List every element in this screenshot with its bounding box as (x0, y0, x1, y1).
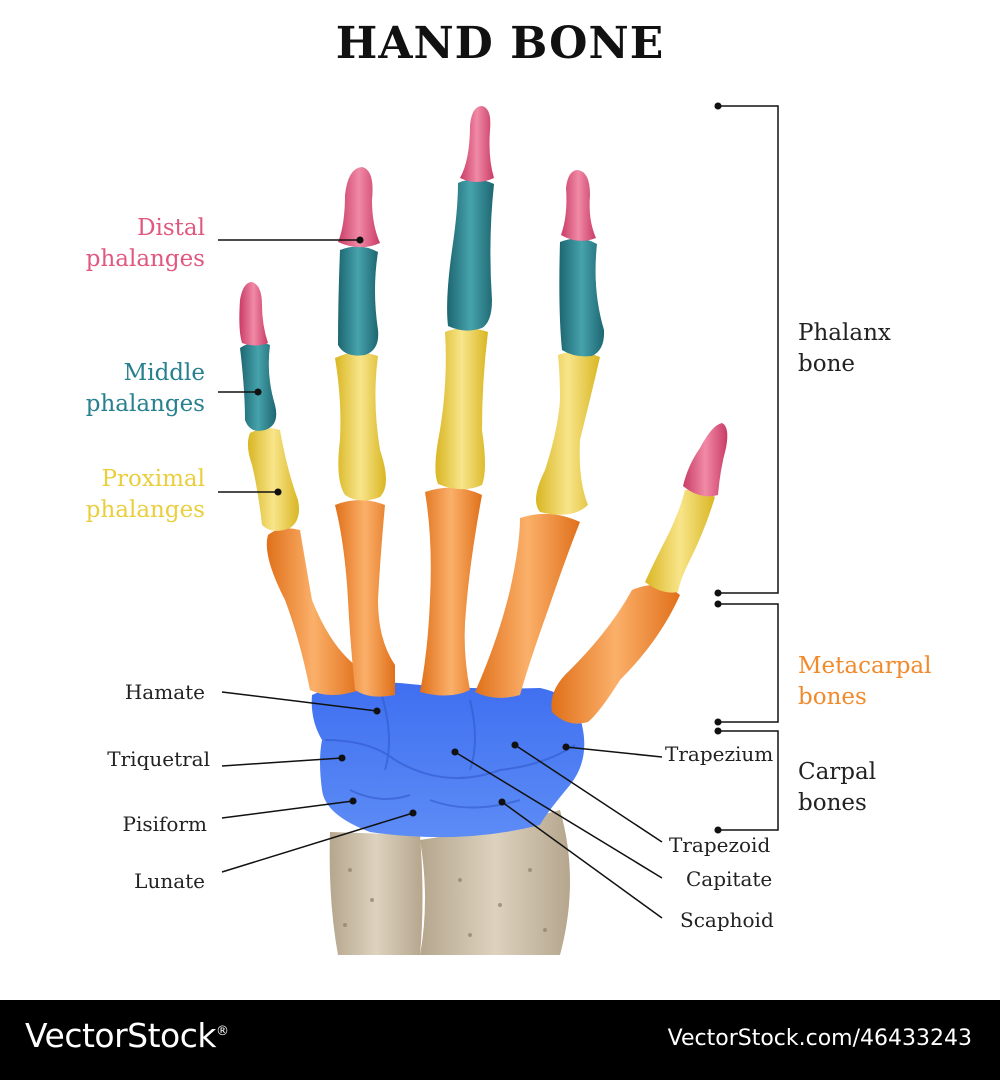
middle-phalanx-2 (559, 238, 605, 357)
trapezoid-label: Trapezoid (669, 833, 771, 857)
trapezium-label: Trapezium (665, 742, 774, 766)
proximal-phalanx-5 (247, 428, 299, 531)
proximal-phalanx-1 (645, 489, 715, 593)
lunate-leader-line (221, 812, 414, 873)
distal-phalanx-2 (561, 170, 596, 241)
scaphoid-leader-line (501, 801, 663, 919)
capitate-leader-line (454, 751, 663, 879)
proximal-phalanx-4 (335, 352, 386, 501)
distal-phalanx-1 (683, 423, 728, 497)
distal-phalanx-5 (239, 282, 268, 346)
capitate-label: Capitate (686, 867, 773, 891)
proximal-phalanx-2 (536, 351, 600, 515)
triquetral-leader-line (221, 757, 343, 767)
hamate-leader-line (221, 691, 378, 712)
pisiform-leader-line (221, 800, 354, 819)
pisiform-label: Pisiform (122, 812, 207, 836)
trapezium-leader-line (565, 746, 663, 758)
middle-phalanx-3 (447, 179, 494, 331)
middle-phalanx-5 (240, 342, 277, 431)
hand-bone-diagram (218, 102, 779, 955)
metacarpal-5 (266, 528, 360, 695)
stock-id-text: VectorStock.com/46433243 (667, 1026, 972, 1051)
radius-bone (420, 810, 570, 955)
middle-phalanx-4 (338, 246, 379, 356)
metacarpal-2 (475, 513, 580, 698)
page-title: HAND BONE (335, 18, 665, 69)
proximal-phalanx-3 (435, 328, 488, 490)
ulna-bone (329, 832, 423, 955)
metacarpal-1 (551, 585, 680, 724)
metacarpal-4 (335, 500, 395, 697)
triquetral-label: Triquetral (107, 747, 210, 771)
phalanx-bracket (714, 102, 779, 597)
metacarpal-3 (420, 487, 482, 696)
distal-phalanx-3 (460, 106, 494, 182)
trapezoid-leader-line (514, 744, 663, 843)
distal-phalanx-4 (338, 167, 380, 248)
scaphoid-label: Scaphoid (680, 908, 774, 932)
lunate-label: Lunate (134, 869, 205, 893)
vectorstock-logo[interactable]: VectorStock® (25, 1016, 229, 1055)
metacarpal-bracket (714, 600, 779, 726)
hamate-label: Hamate (124, 680, 205, 704)
footer-bar: VectorStock® VectorStock.com/46433243 (0, 1000, 1000, 1080)
carpal-bracket (714, 727, 779, 834)
